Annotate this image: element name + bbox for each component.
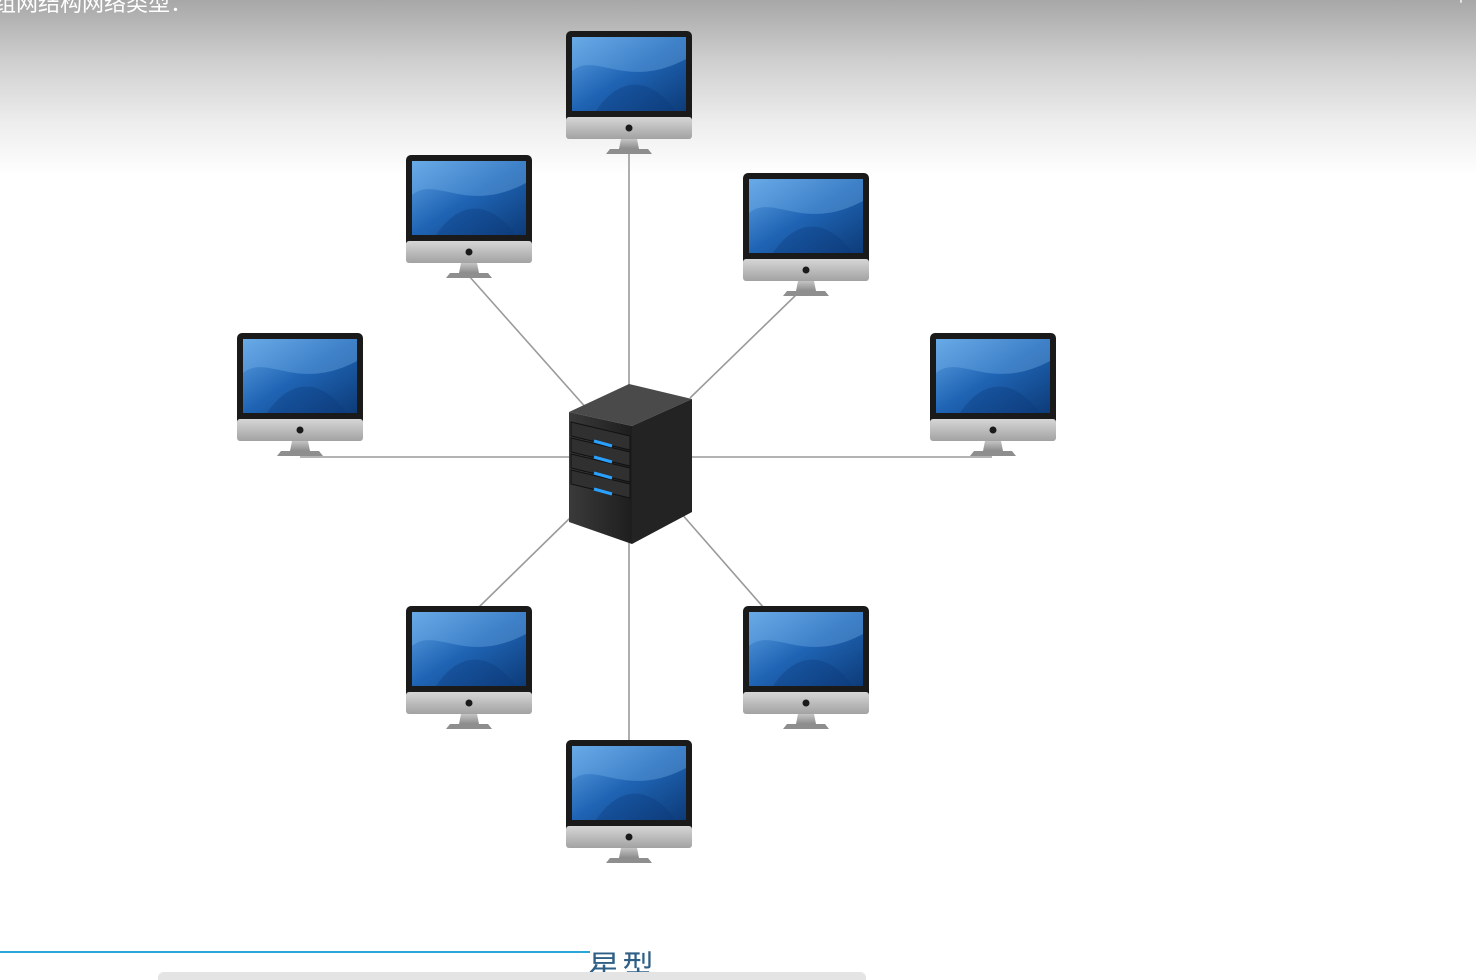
bottom-scroll-bar[interactable] — [158, 972, 866, 980]
server-icon — [569, 384, 692, 544]
computer-monitor-icon — [743, 173, 869, 296]
slide-subtitle: 组网结构网络类型： — [0, 0, 193, 17]
computer-monitor-icon — [406, 155, 532, 278]
link-top-right — [689, 293, 798, 399]
caption-rule — [0, 951, 590, 953]
network-links — [300, 152, 992, 742]
computer-monitor-icon — [566, 740, 692, 863]
computer-monitor-icon — [743, 606, 869, 729]
link-top-left — [468, 275, 589, 411]
link-bottom-right — [679, 511, 765, 609]
computer-monitor-icon — [930, 333, 1056, 456]
header-gradient — [0, 0, 1476, 175]
link-bottom-left — [477, 517, 571, 609]
computer-monitor-icon — [237, 333, 363, 456]
computer-monitor-icon — [566, 31, 692, 154]
computer-monitor-icon — [406, 606, 532, 729]
corner-mark-icon: ⌐ — [1459, 0, 1472, 9]
